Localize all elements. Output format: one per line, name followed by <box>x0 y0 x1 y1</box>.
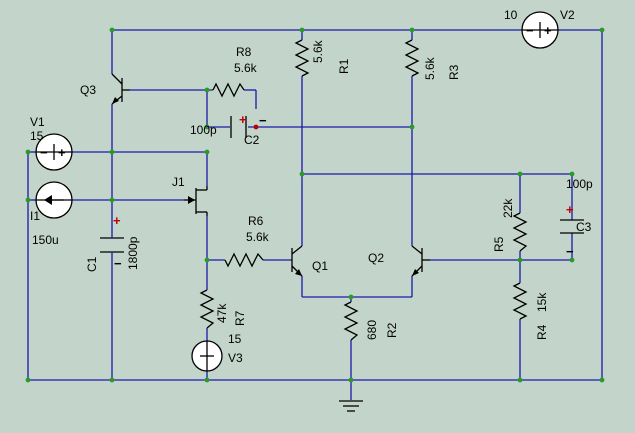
c2-name: C2 <box>244 133 260 147</box>
r1-name: R1 <box>337 58 351 74</box>
c1-plus-marker: + <box>113 213 121 228</box>
voltage-source-v1 <box>35 133 73 171</box>
v3-value: 15 <box>228 332 242 346</box>
v2-plus-marker: + <box>544 23 552 38</box>
r3-value: 5.6k <box>423 56 437 80</box>
ground-symbol <box>339 400 363 412</box>
c1-minus-marker: − <box>114 256 122 271</box>
q3-name: Q3 <box>80 83 96 97</box>
transistor-q3 <box>111 73 130 105</box>
wires <box>27 29 603 400</box>
capacitor-c3 <box>560 219 584 234</box>
capacitor-c2 <box>230 116 259 138</box>
r6-name: R6 <box>248 214 264 228</box>
jfet-j1 <box>184 186 208 216</box>
v2-name: V2 <box>560 8 575 22</box>
r5-value: 22k <box>501 198 515 218</box>
c3-value: 100p <box>566 177 593 191</box>
r6-value: 5.6k <box>246 230 270 244</box>
labels: 10 V2 R8 5.6k 5.6k R1 5.6k R3 Q3 100p C2… <box>30 8 593 365</box>
c1-value: 1800p <box>126 236 140 270</box>
resistor-r1 <box>294 39 310 77</box>
resistor-r7 <box>199 289 215 329</box>
r8-name: R8 <box>236 45 252 59</box>
current-source-i1 <box>35 181 73 219</box>
v1-value: 15 <box>30 129 44 143</box>
c3-plus-marker: + <box>566 202 574 217</box>
capacitor-c1 <box>100 226 124 266</box>
c3-minus-marker: − <box>566 244 574 259</box>
v3-name: V3 <box>228 351 243 365</box>
resistor-r3 <box>404 39 420 77</box>
resistor-r6 <box>224 252 264 268</box>
voltage-source-v2 <box>521 11 559 49</box>
r2-name: R2 <box>385 322 399 338</box>
c1-name: C1 <box>85 256 99 272</box>
c3-name: C3 <box>576 220 592 234</box>
c2-minus-marker: − <box>259 113 267 128</box>
resistor-r4 <box>512 282 528 320</box>
v2-value: 10 <box>504 8 518 22</box>
v1-name: V1 <box>30 115 45 129</box>
r7-value: 47k <box>215 303 229 323</box>
q2-name: Q2 <box>368 251 384 265</box>
transistor-q1 <box>291 245 303 277</box>
r5-name: R5 <box>492 236 506 252</box>
r4-name: R4 <box>535 324 549 340</box>
resistor-r5 <box>512 212 528 252</box>
i1-name: I1 <box>30 209 40 223</box>
r7-name: R7 <box>233 310 247 326</box>
q1-name: Q1 <box>312 259 328 273</box>
v2-minus-marker: − <box>526 23 534 38</box>
c2-plus-marker: + <box>239 112 247 127</box>
v1-minus-marker: − <box>40 145 48 160</box>
r3-name: R3 <box>447 64 461 80</box>
r2-value: 680 <box>365 320 379 340</box>
r8-value: 5.6k <box>234 61 258 75</box>
j1-name: J1 <box>172 175 185 189</box>
c2-value: 100p <box>190 123 217 137</box>
node-dots <box>25 27 605 383</box>
resistor-r8 <box>212 82 245 98</box>
voltage-source-v3 <box>191 340 223 372</box>
r4-value: 15k <box>535 292 549 312</box>
resistor-r2 <box>343 301 359 341</box>
transistor-q2 <box>411 245 430 277</box>
i1-value: 150u <box>32 233 59 247</box>
v1-plus-marker: + <box>58 145 66 160</box>
r1-value: 5.6k <box>311 39 325 63</box>
